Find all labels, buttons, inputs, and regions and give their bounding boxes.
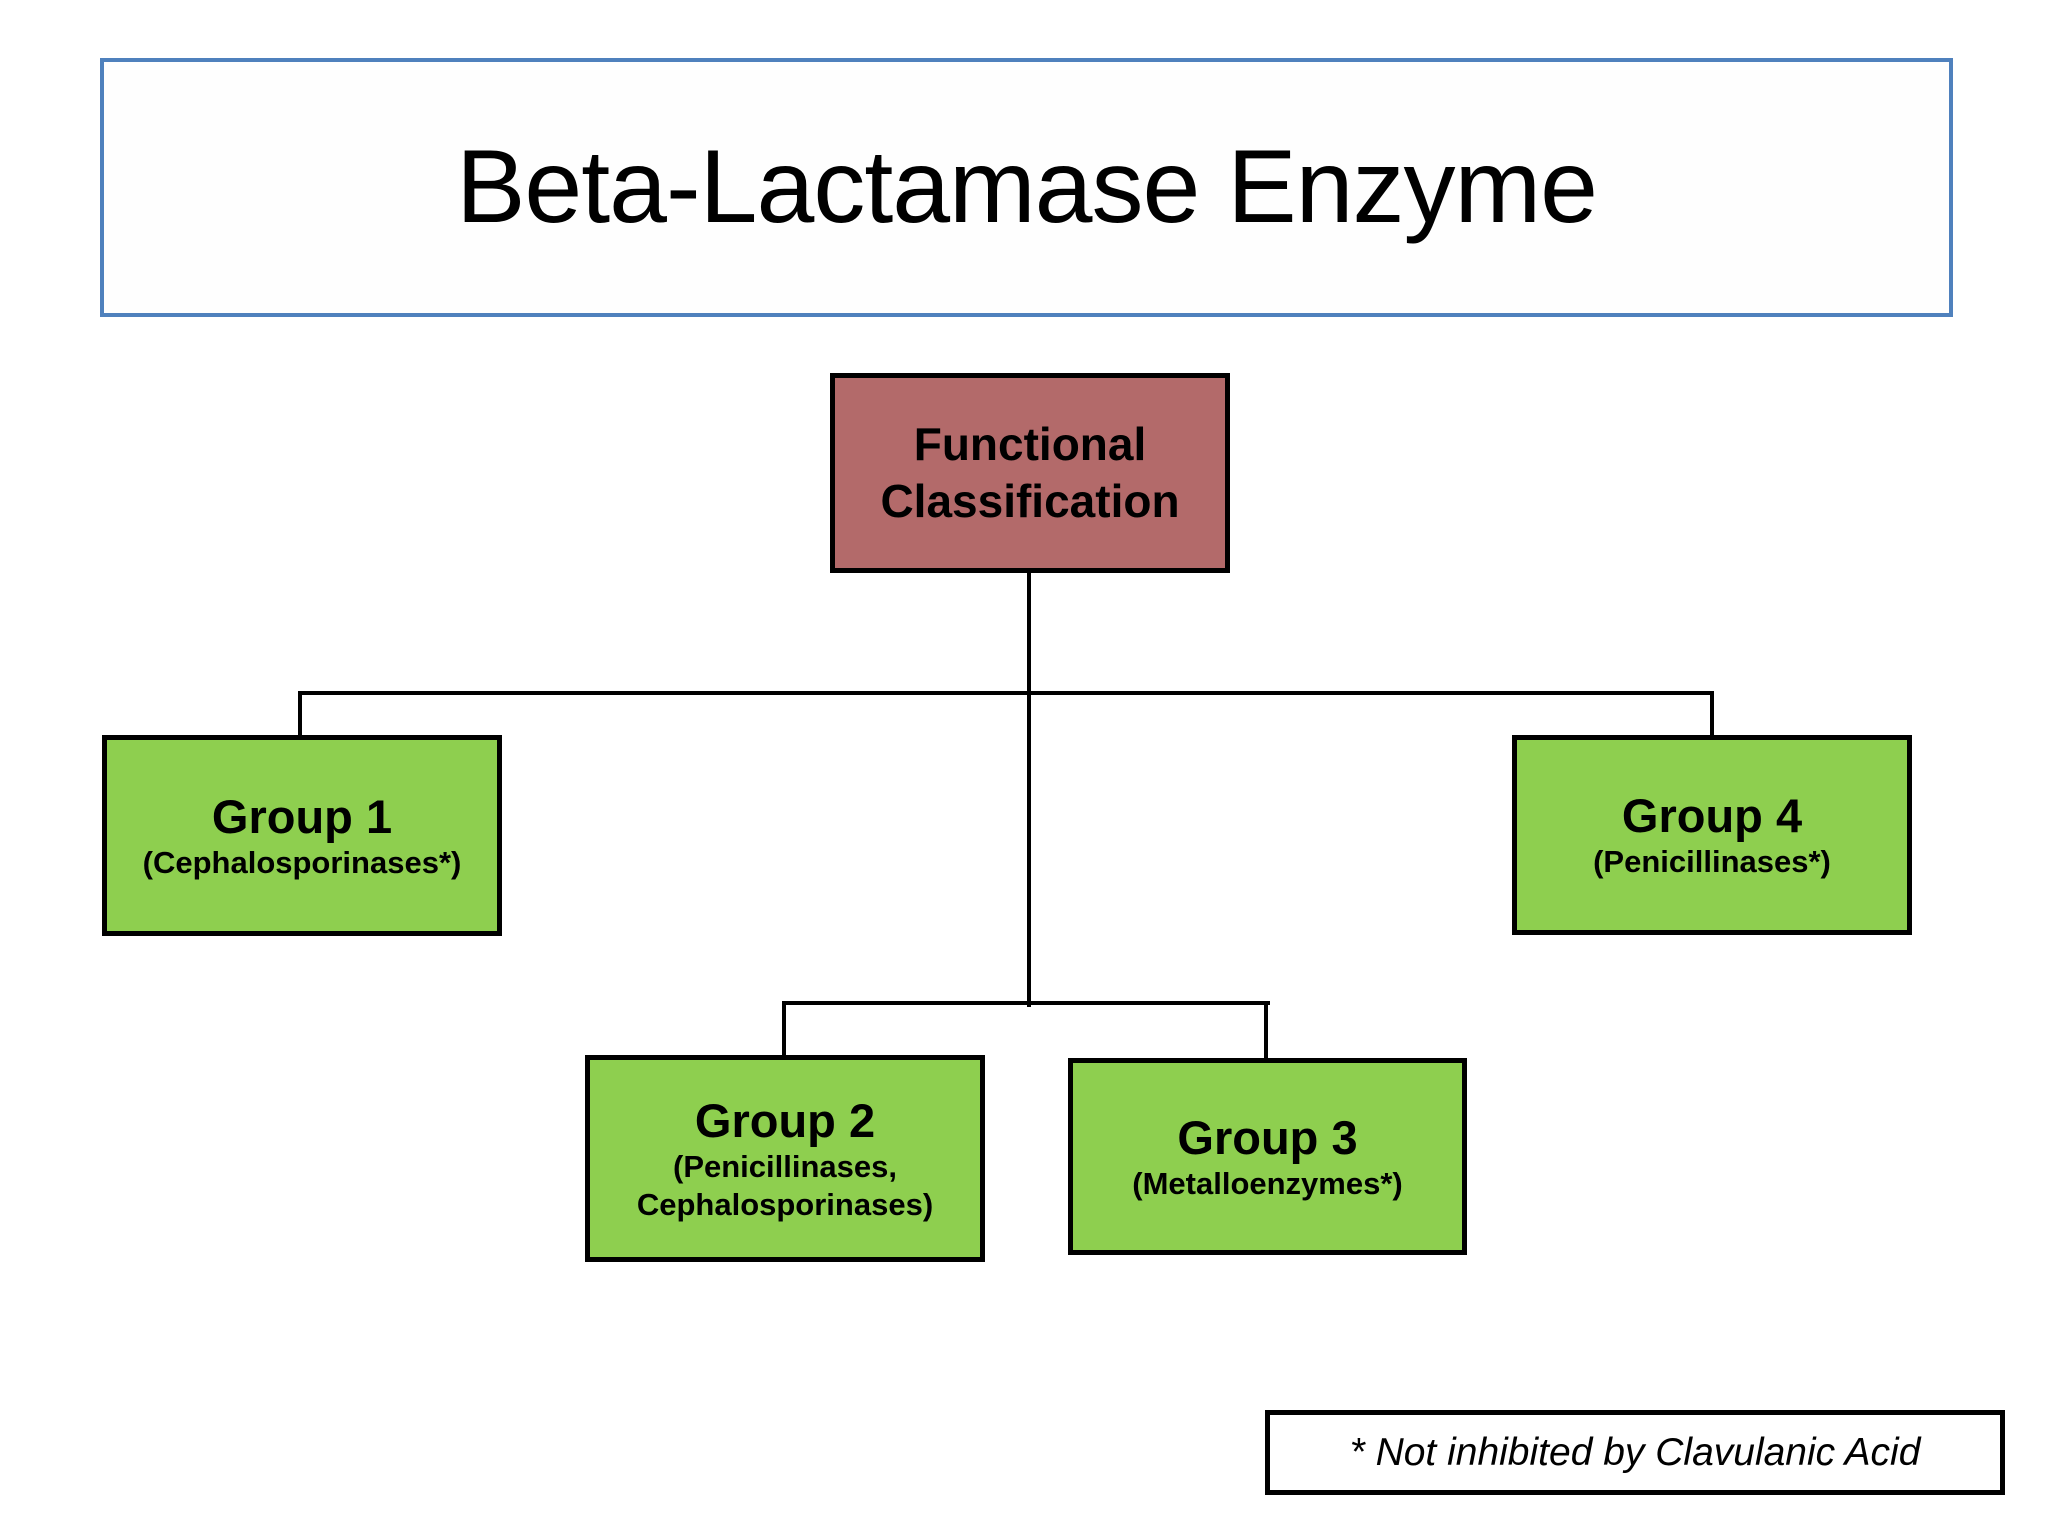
- connector-drop-group2: [782, 1001, 786, 1057]
- connector-center-stem: [1027, 691, 1031, 1007]
- group-3-node: Group 3 (Metalloenzymes*): [1068, 1058, 1467, 1255]
- group-4-node: Group 4 (Penicillinases*): [1512, 735, 1912, 935]
- page-title: Beta-Lactamase Enzyme: [456, 129, 1598, 245]
- group-1-subtitle: (Cephalosporinases*): [142, 844, 462, 880]
- root-node-functional-classification: Functional Classification: [830, 373, 1230, 573]
- group-2-subtitle: (Penicillinases, Cephalosporinases): [636, 1149, 934, 1222]
- connector-drop-group3: [1264, 1001, 1268, 1061]
- footnote-box: * Not inhibited by Clavulanic Acid: [1265, 1410, 2005, 1495]
- root-node-label: Functional Classification: [880, 417, 1180, 528]
- group-3-name: Group 3: [1177, 1110, 1358, 1164]
- title-box: Beta-Lactamase Enzyme: [100, 58, 1953, 317]
- group-2-node: Group 2 (Penicillinases, Cephalosporinas…: [585, 1055, 985, 1262]
- group-3-subtitle: (Metalloenzymes*): [1132, 1165, 1403, 1201]
- group-1-name: Group 1: [211, 789, 393, 843]
- footnote-text: * Not inhibited by Clavulanic Acid: [1349, 1430, 1921, 1474]
- connector-root-stem: [1027, 573, 1031, 695]
- group-2-name: Group 2: [694, 1094, 876, 1148]
- connector-drop-group1: [298, 691, 302, 737]
- connector-level1-horizontal: [298, 691, 1714, 695]
- group-4-subtitle: (Penicillinases*): [1593, 844, 1831, 880]
- connector-level2-horizontal: [782, 1001, 1270, 1005]
- group-4-name: Group 4: [1621, 789, 1803, 843]
- group-1-node: Group 1 (Cephalosporinases*): [102, 735, 502, 936]
- connector-drop-group4: [1710, 691, 1714, 737]
